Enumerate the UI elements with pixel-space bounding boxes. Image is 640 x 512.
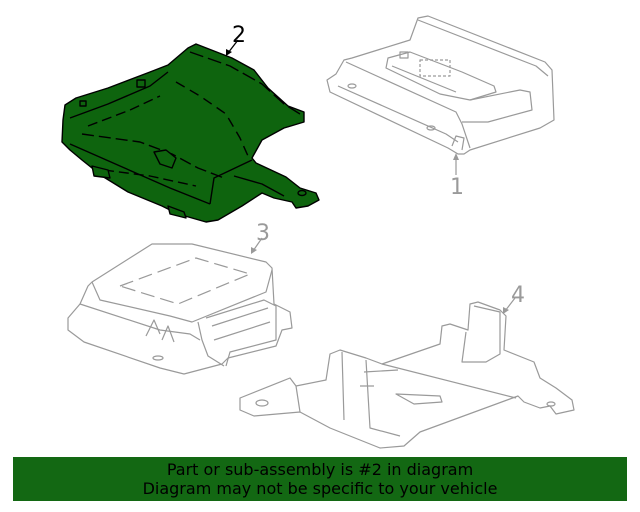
info-banner: Part or sub-assembly is #2 in diagram Di…	[13, 457, 627, 501]
part-2-bracket[interactable]	[61, 43, 320, 223]
part-3-control-module[interactable]	[67, 243, 293, 375]
callout-2: 2	[232, 23, 246, 48]
callout-1: 1	[450, 175, 464, 200]
callout-4: 4	[511, 283, 525, 308]
banner-line-part-number: Part or sub-assembly is #2 in diagram	[166, 460, 474, 479]
part-4-mounting-bracket[interactable]	[239, 301, 575, 449]
part-1-module[interactable]	[326, 15, 555, 155]
banner-line-disclaimer: Diagram may not be specific to your vehi…	[142, 479, 498, 498]
callout-3: 3	[256, 221, 270, 246]
